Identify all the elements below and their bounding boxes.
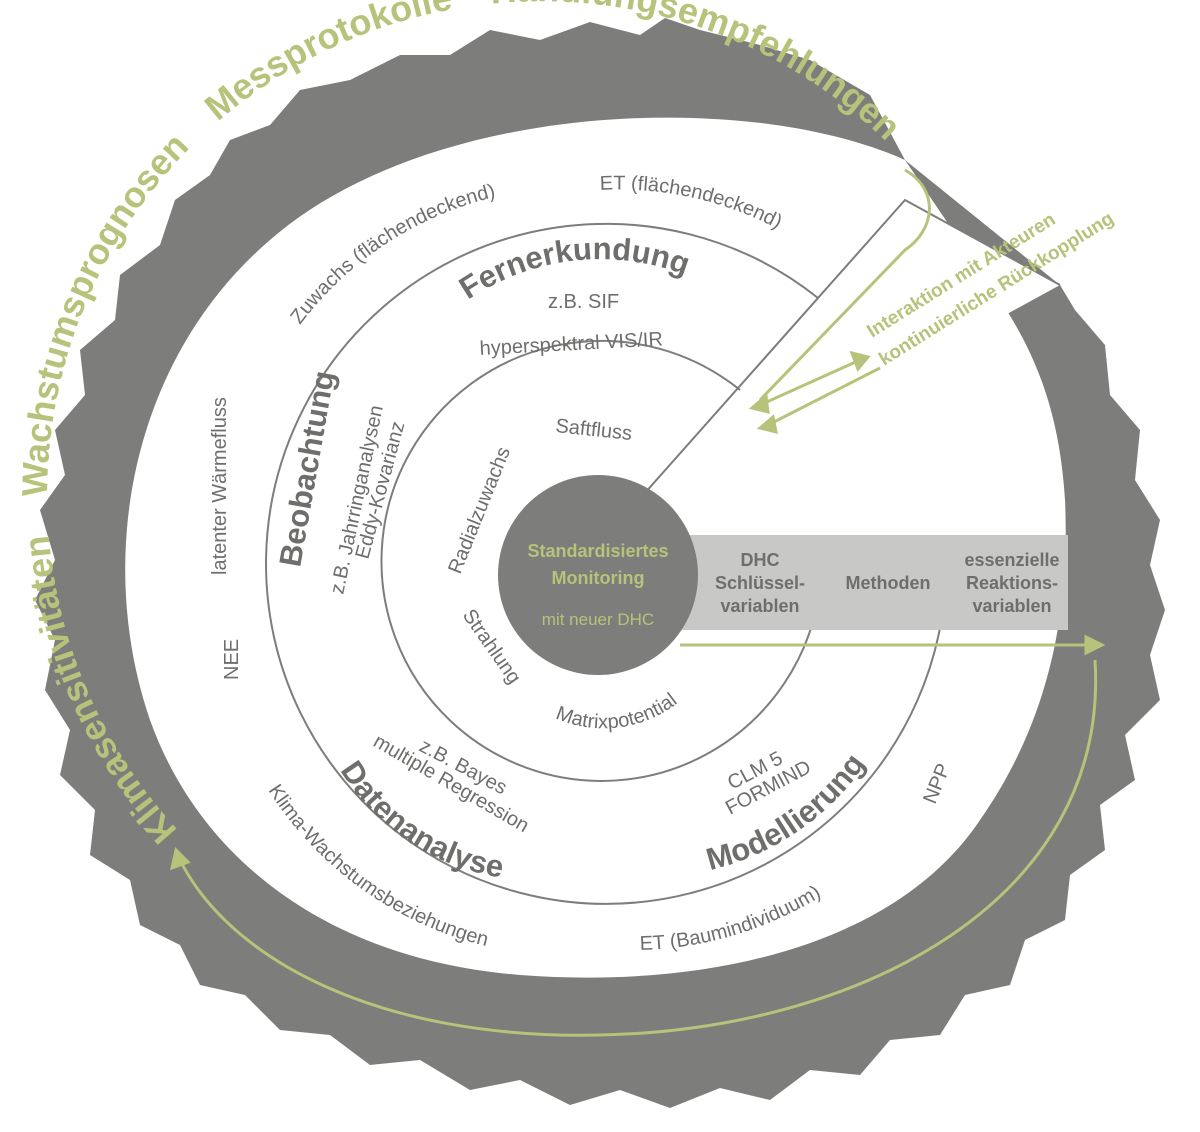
label-nee: NEE [221, 639, 243, 680]
label-latent-heat: latenter Wärmefluss [209, 397, 231, 575]
center-line3: mit neuer DHC [542, 610, 654, 629]
wedge-opening [611, 198, 1061, 531]
band-reaction-vars-1: essenzielle [964, 550, 1059, 570]
band-key-vars-1: DHC [741, 550, 780, 570]
band-key-vars-2: Schlüssel- [715, 573, 805, 593]
center-line2: Monitoring [552, 568, 645, 588]
ring-middle [380, 339, 819, 782]
band-methods: Methoden [846, 573, 931, 593]
center-line1: Standardisiertes [527, 541, 668, 561]
variables-band [680, 535, 1068, 630]
band-reaction-vars-3: variablen [972, 596, 1051, 616]
ring-outer [265, 222, 948, 905]
output-arrow [680, 634, 1106, 656]
label-sif: z.B. SIF [548, 291, 619, 313]
band-reaction-vars-2: Reaktions- [966, 573, 1058, 593]
feedback-link-curve [758, 168, 931, 402]
interaction-arrows [748, 350, 881, 435]
center-disk [498, 475, 698, 675]
cycle-arrow [169, 659, 1098, 1037]
band-key-vars-3: variablen [720, 596, 799, 616]
